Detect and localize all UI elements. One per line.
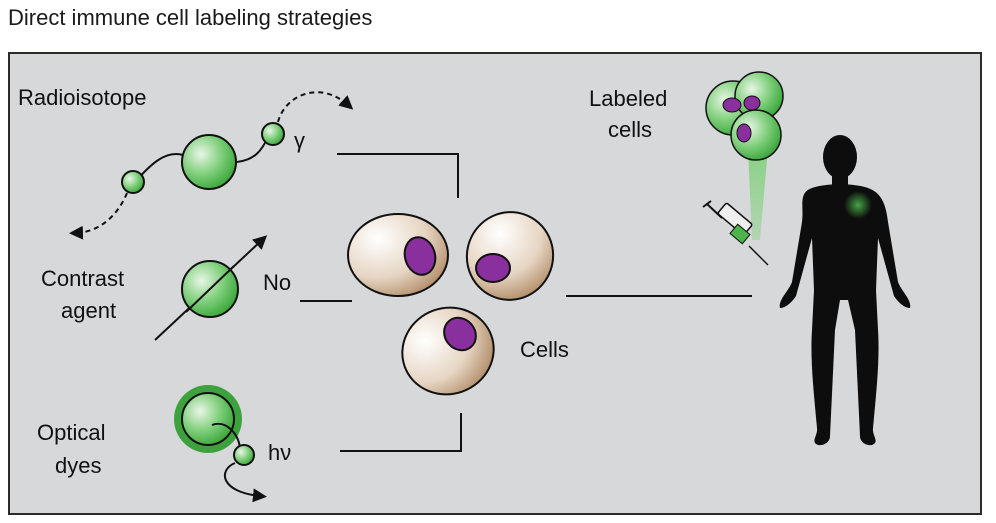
cell [465,211,555,301]
labeled-cells-illustration [702,71,784,266]
label-labeled-line1: Labeled [589,86,668,111]
cell [347,213,449,297]
label-optical-line1: Optical [37,420,106,445]
syringe-icon [702,200,769,266]
label-hv: hν [268,440,292,465]
label-contrast-line2: agent [61,298,117,323]
label-no: No [263,270,292,295]
cell [401,306,495,396]
human-silhouette [779,135,911,446]
label-radioisotope: Radioisotope [18,85,147,110]
optical-dye-molecule [174,385,267,503]
signal-glow [844,191,872,219]
connector-lines [300,153,752,452]
cell-cluster [347,211,555,396]
label-gamma: γ [294,128,305,153]
label-contrast-line1: Contrast [41,266,125,291]
radioisotope-molecule [69,91,354,240]
figure-title: Direct immune cell labeling strategies [8,5,373,30]
contrast-agent-molecule [154,235,268,341]
label-labeled-line2: cells [608,117,653,142]
label-cells: Cells [520,337,569,362]
label-optical-line2: dyes [55,453,102,478]
